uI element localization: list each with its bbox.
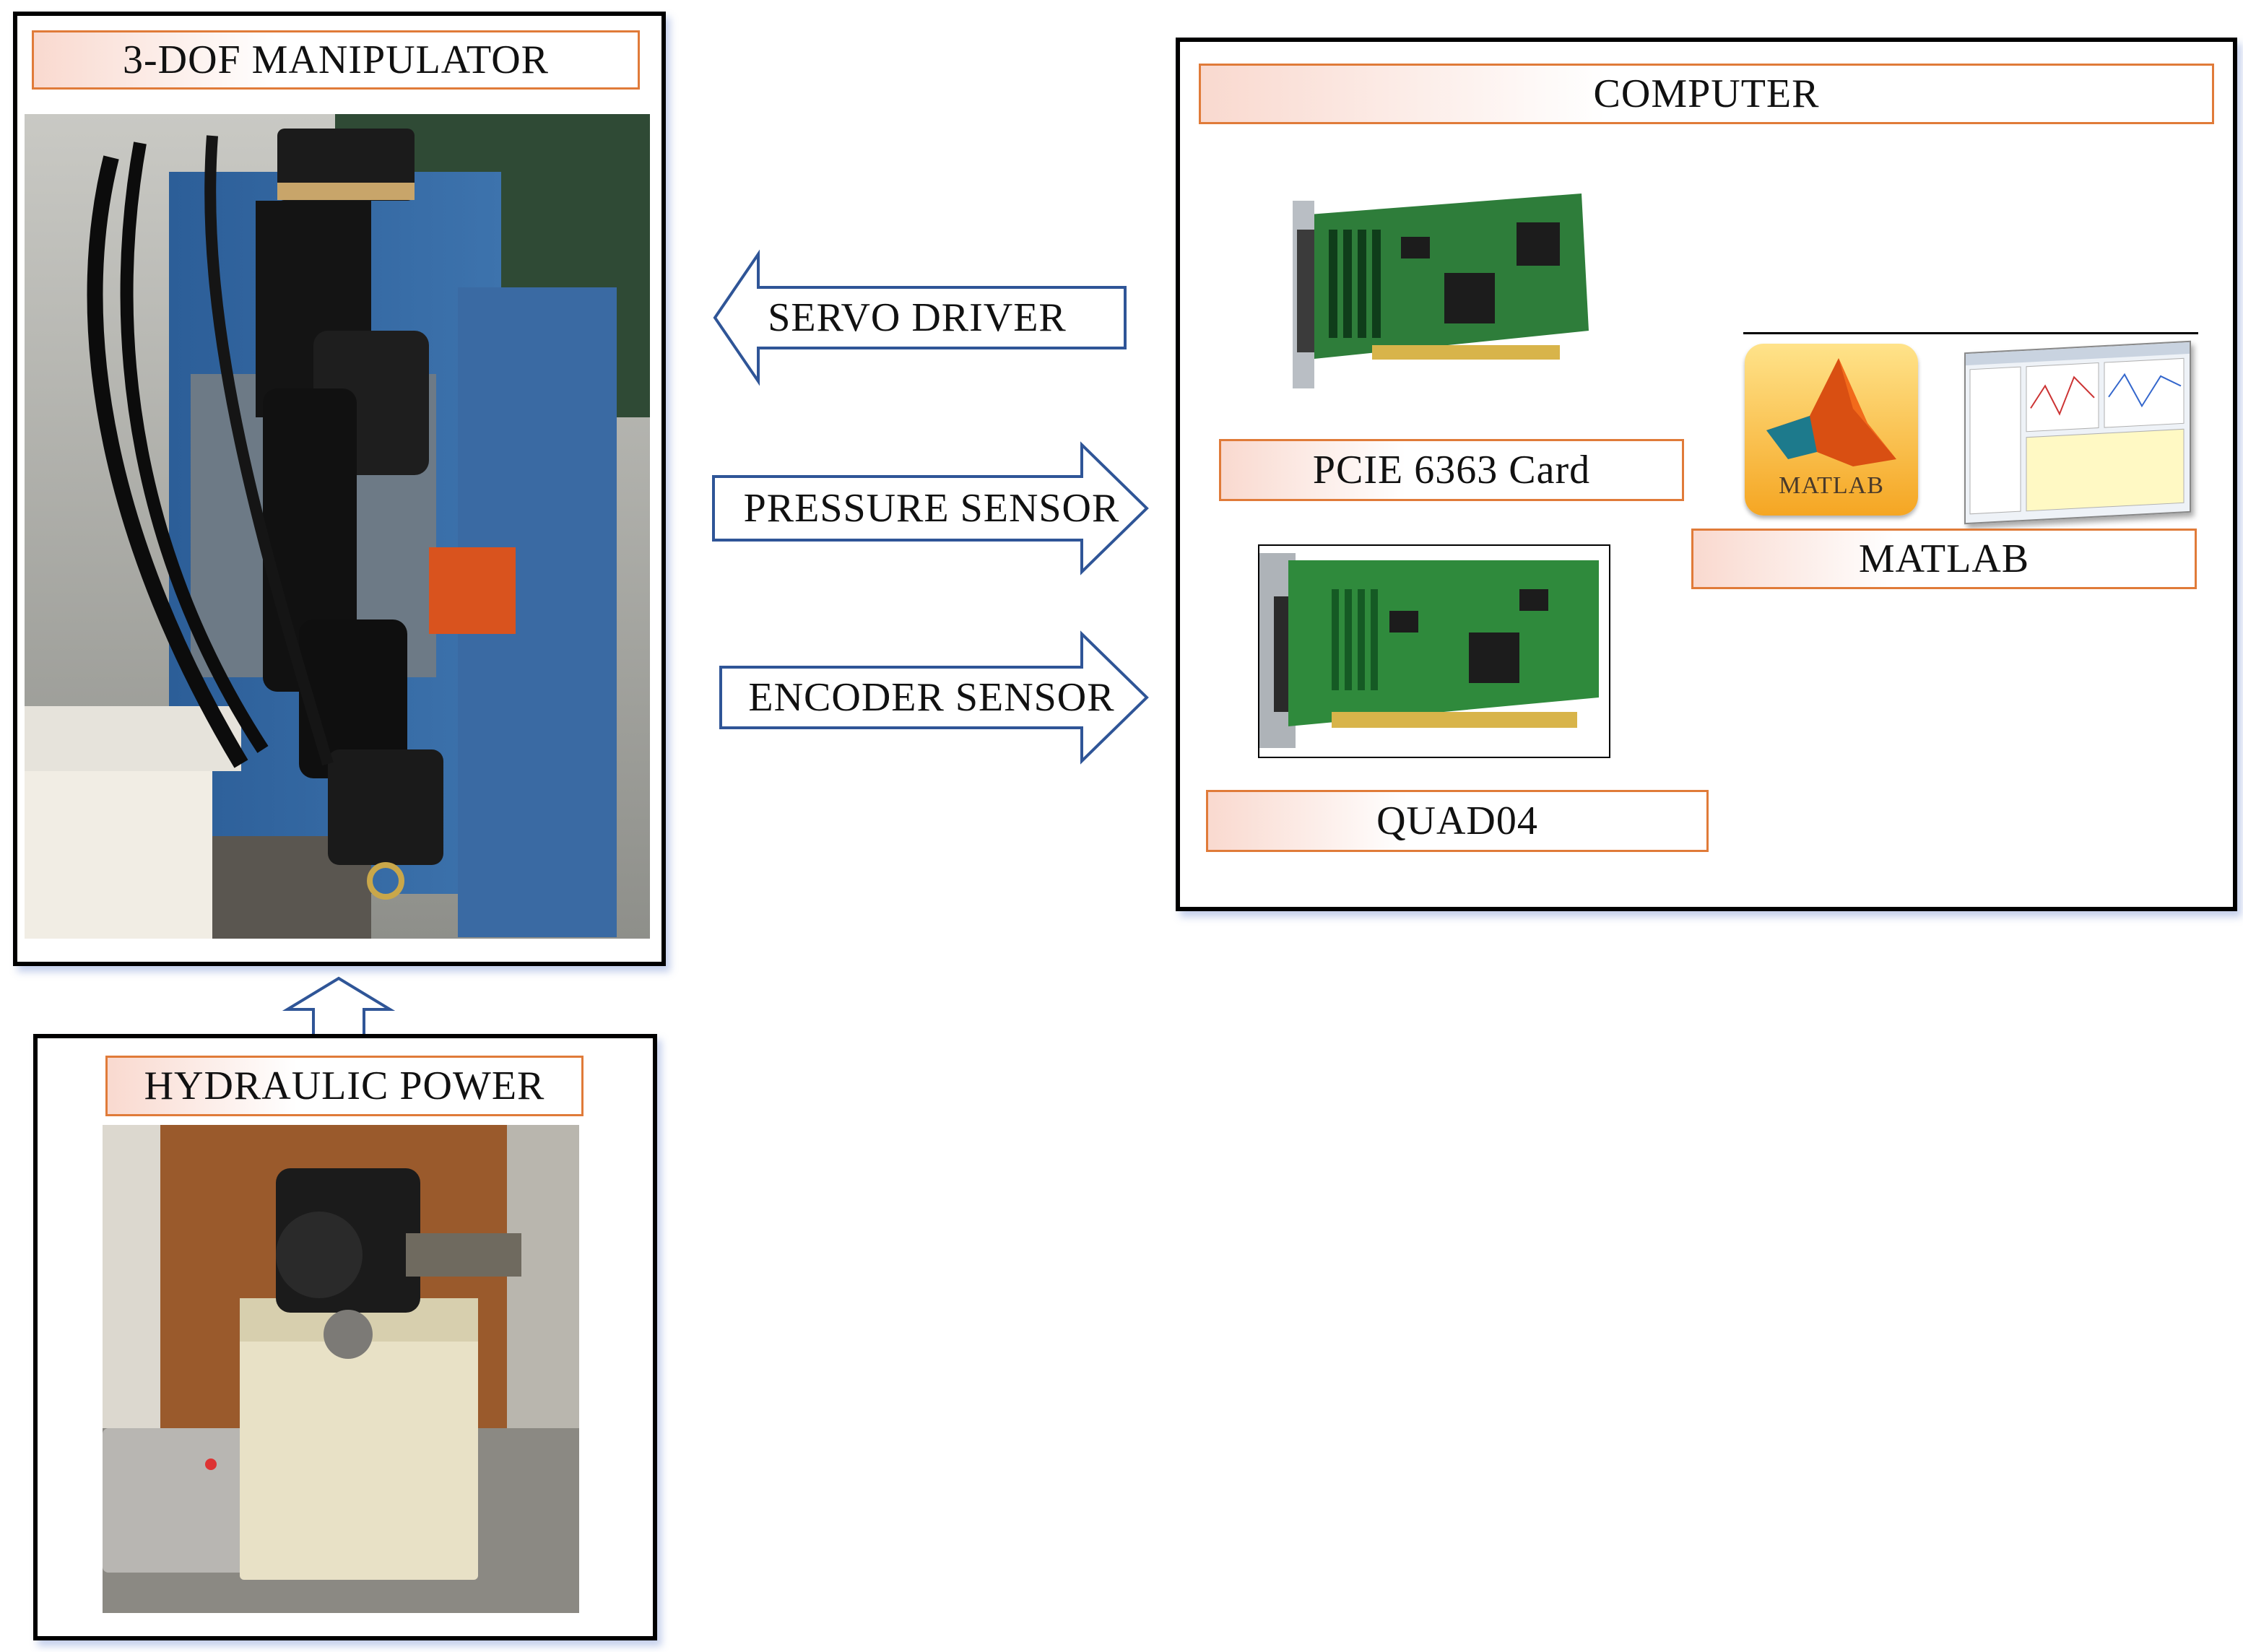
servo-driver-arrow (713, 249, 1127, 386)
matlab-label: MATLAB (1691, 529, 2197, 589)
quad04-card-graphic (1259, 553, 1599, 748)
up-arrow (282, 976, 396, 1039)
matlab-screen-graphic (1966, 342, 2190, 515)
servo-driver-label: SERVO DRIVER (768, 295, 1067, 340)
matlab-membrane-graphic (1766, 358, 1896, 466)
hydraulic-photo-graphic (103, 1125, 579, 1613)
matlab-screenshot-image (1964, 340, 2191, 525)
matlab-logo-icon: MATLAB (1745, 344, 1918, 516)
pressure-sensor-label: PRESSURE SENSOR (743, 486, 1120, 531)
computer-label: COMPUTER (1199, 64, 2214, 124)
manipulator-photo-graphic (25, 114, 650, 939)
pcie-card-label: PCIE 6363 Card (1219, 439, 1684, 501)
matlab-logo-text: MATLAB (1779, 472, 1884, 499)
encoder-sensor-arrow (719, 630, 1149, 765)
pressure-sensor-arrow (712, 441, 1149, 575)
pcie-card-graphic (1293, 194, 1589, 388)
encoder-sensor-label: ENCODER SENSOR (748, 675, 1115, 720)
hydraulic-photo (103, 1125, 579, 1613)
quad04-label: QUAD04 (1206, 790, 1709, 852)
manipulator-label: 3-DOF MANIPULATOR (32, 30, 640, 90)
matlab-separator-line (1743, 332, 2198, 334)
pcie-card-image (1285, 186, 1596, 403)
hydraulic-label: HYDRAULIC POWER (105, 1056, 583, 1116)
quad04-card-image (1258, 544, 1610, 758)
manipulator-photo (25, 114, 650, 939)
